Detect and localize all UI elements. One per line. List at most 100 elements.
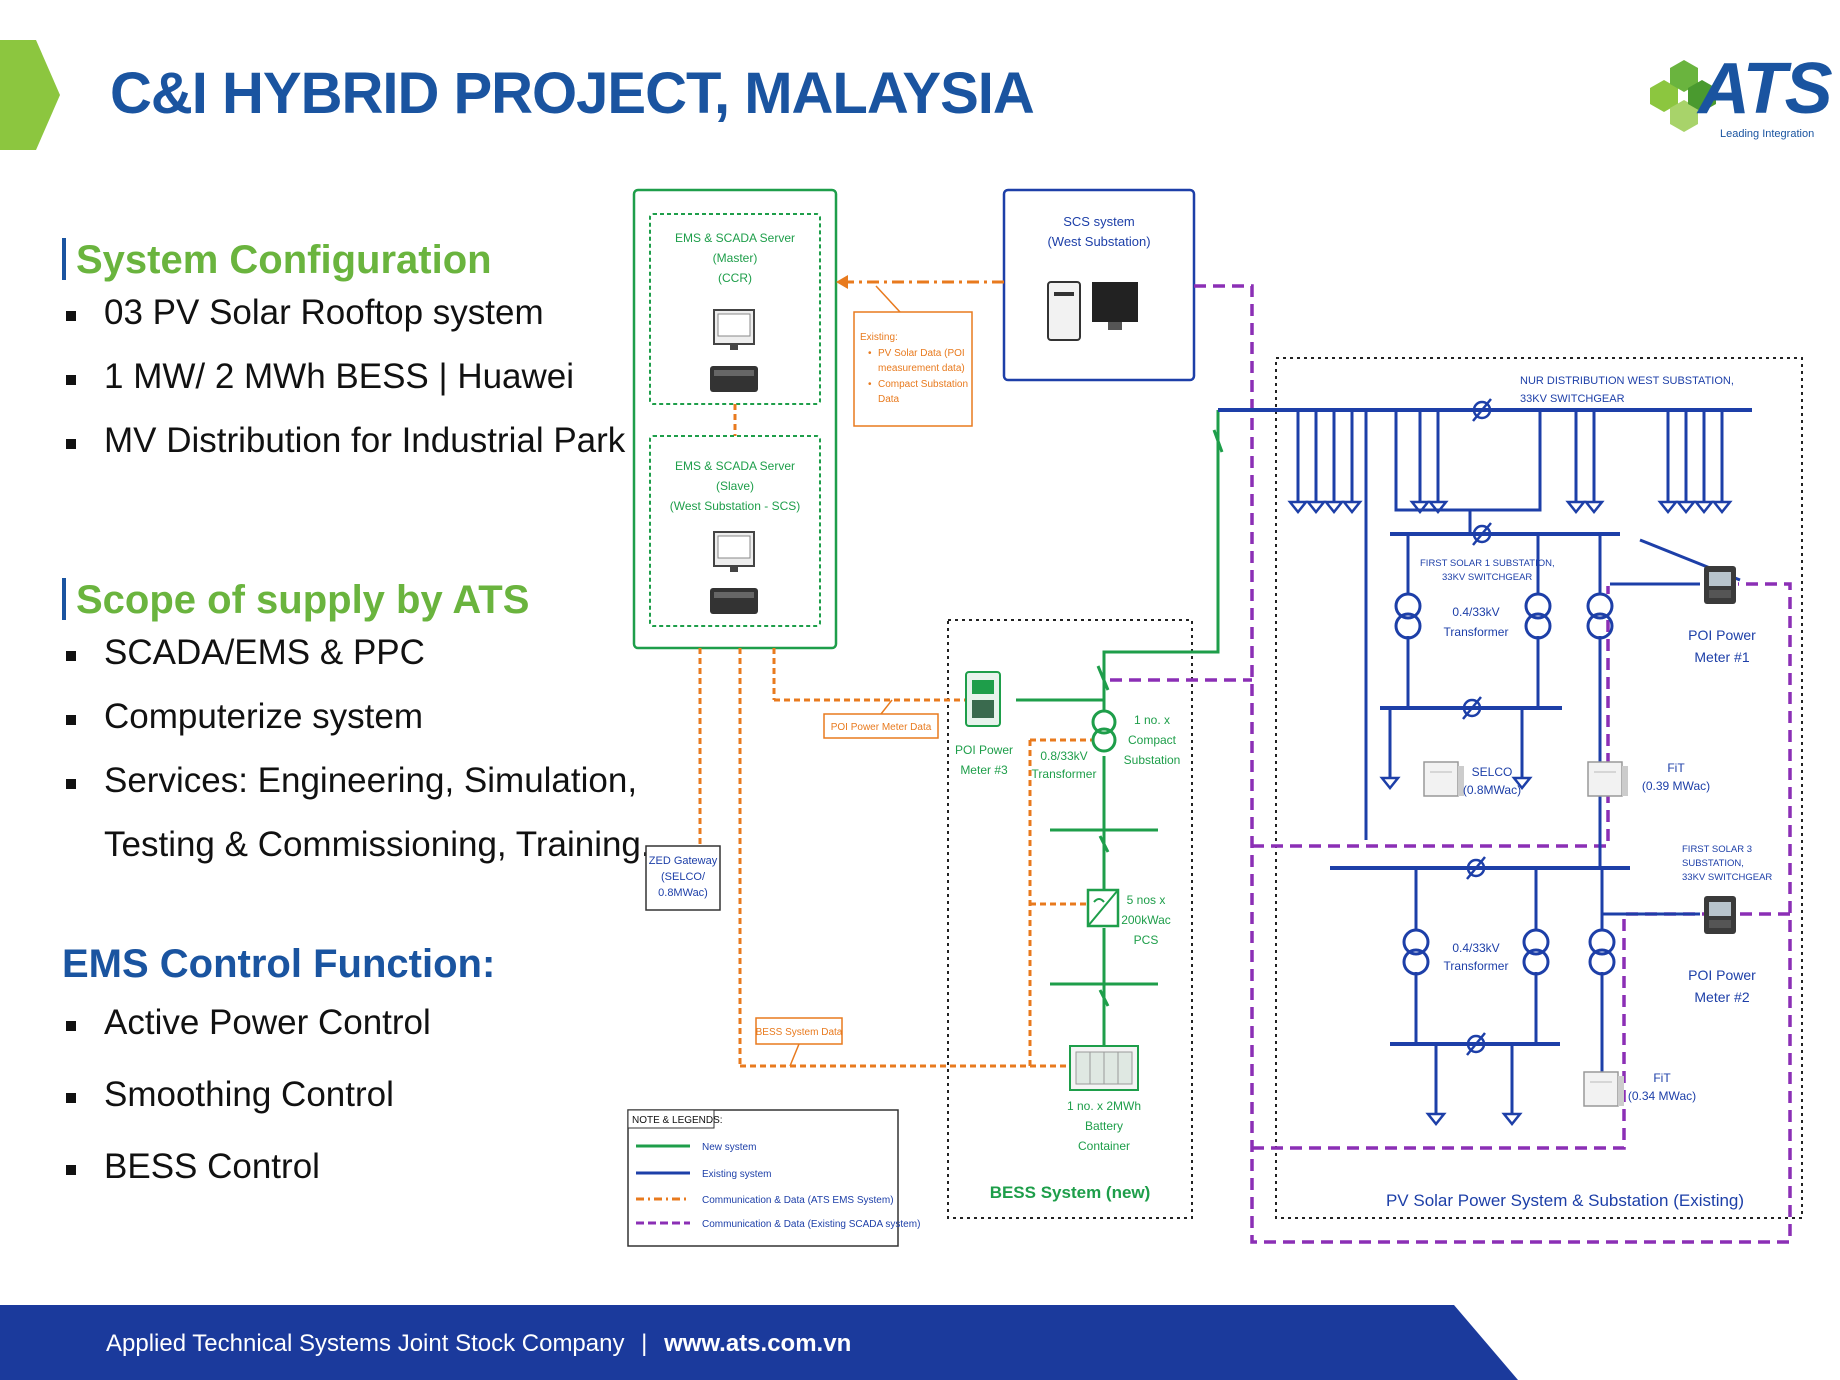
scope-list: SCADA/EMS & PPC Computerize system Servi… (62, 633, 651, 889)
footer-separator: | (641, 1330, 648, 1357)
svg-text:(0.34 MWac): (0.34 MWac) (1628, 1089, 1696, 1103)
svg-text:(West Substation - SCS): (West Substation - SCS) (670, 499, 801, 513)
svg-text:Substation: Substation (1124, 753, 1181, 767)
legend-item: New system (702, 1142, 756, 1153)
master-server-icon (709, 309, 759, 393)
svg-text:Existing:: Existing: (860, 332, 898, 343)
list-item: SCADA/EMS & PPC (62, 633, 651, 697)
battery-container-icon (1069, 1045, 1139, 1091)
hexagon-logo-icon (1650, 60, 1716, 132)
svg-text:POI Power: POI Power (1688, 967, 1756, 983)
svg-text:33KV SWITCHGEAR: 33KV SWITCHGEAR (1442, 572, 1532, 583)
accent-chevron (0, 40, 60, 150)
svg-text:0.4/33kV: 0.4/33kV (1452, 941, 1499, 955)
svg-text:PV Solar Data (POI: PV Solar Data (POI (878, 348, 965, 359)
svg-text:Data: Data (878, 394, 900, 405)
svg-text:Transformer: Transformer (1032, 767, 1097, 781)
svg-text:POI Power: POI Power (955, 743, 1013, 757)
svg-text:1 no. x: 1 no. x (1134, 713, 1170, 727)
bess-system-container (947, 619, 1193, 1219)
svg-text:33KV SWITCHGEAR: 33KV SWITCHGEAR (1682, 872, 1772, 883)
logo-text: ATS (1698, 49, 1833, 129)
svg-text:Container: Container (1078, 1139, 1130, 1153)
svg-text:PCS: PCS (1134, 933, 1159, 947)
svg-text:Transformer: Transformer (1444, 625, 1509, 639)
svg-text:Battery: Battery (1085, 1119, 1123, 1133)
list-item: BESS Control (62, 1147, 495, 1219)
svg-text:measurement data): measurement data) (878, 363, 965, 374)
svg-text:EMS & SCADA Server: EMS & SCADA Server (675, 459, 795, 473)
svg-text:200kWac: 200kWac (1121, 913, 1171, 927)
svg-text:EMS & SCADA Server: EMS & SCADA Server (675, 231, 795, 245)
system-config-list: 03 PV Solar Rooftop system 1 MW/ 2 MWh B… (62, 293, 625, 485)
poi-meter-data-label (823, 713, 939, 739)
svg-text:SELCO: SELCO (1472, 765, 1513, 779)
pv-system-label: PV Solar Power System & Substation (Exis… (1386, 1191, 1744, 1210)
svg-text:(0.8MWac): (0.8MWac) (1463, 783, 1521, 797)
svg-text:NUR DISTRIBUTION WEST SUBSTATI: NUR DISTRIBUTION WEST SUBSTATION, (1520, 375, 1734, 387)
scope-section: Scope of supply by ATS SCADA/EMS & PPC C… (62, 578, 651, 889)
svg-text:(0.39 MWac): (0.39 MWac) (1642, 779, 1710, 793)
svg-text:(West Substation): (West Substation) (1047, 234, 1150, 249)
svg-text:•: • (868, 348, 872, 359)
zed-gateway-box (645, 845, 721, 911)
svg-text:(Master): (Master) (713, 251, 758, 265)
svg-text:0.8/33kV: 0.8/33kV (1040, 749, 1087, 763)
svg-text:POI Power: POI Power (1688, 627, 1756, 643)
svg-text:SUBSTATION,: SUBSTATION, (1682, 858, 1744, 869)
list-item: MV Distribution for Industrial Park (62, 421, 625, 485)
selco-inverter-icon (1423, 761, 1465, 797)
svg-text:Compact: Compact (1128, 733, 1177, 747)
svg-text:BESS System Data: BESS System Data (756, 1027, 843, 1038)
svg-text:POI Power Meter Data: POI Power Meter Data (831, 722, 932, 733)
svg-text:(SELCO/: (SELCO/ (661, 871, 706, 883)
svg-text:1 no. x 2MWh: 1 no. x 2MWh (1067, 1099, 1141, 1113)
fit-2-inverter-icon (1583, 1071, 1625, 1107)
legend-item: Existing system (702, 1169, 771, 1180)
list-item: Computerize system (62, 697, 651, 761)
svg-text:0.4/33kV: 0.4/33kV (1452, 605, 1499, 619)
svg-text:5 nos x: 5 nos x (1127, 893, 1166, 907)
logo-tagline: Leading Integration (1720, 128, 1815, 140)
list-item: Active Power Control (62, 1003, 495, 1075)
poi-meter-1-icon (1704, 566, 1736, 604)
ems-list: Active Power Control Smoothing Control B… (62, 1003, 495, 1219)
svg-text:SCS system: SCS system (1063, 214, 1135, 229)
bess-system-label: BESS System (new) (990, 1183, 1151, 1202)
list-item: 1 MW/ 2 MWh BESS | Huawei (62, 357, 625, 421)
svg-text:Compact Substation: Compact Substation (878, 379, 968, 390)
list-item: 03 PV Solar Rooftop system (62, 293, 625, 357)
legend-item: Communication & Data (Existing SCADA sys… (702, 1219, 920, 1230)
slave-server-icon (709, 531, 759, 615)
system-config-heading: System Configuration (62, 238, 625, 283)
workstation-icon (1047, 281, 1138, 341)
footer-text: Applied Technical Systems Joint Stock Co… (106, 1330, 851, 1358)
legend-title: NOTE & LEGENDS: (632, 1115, 723, 1126)
svg-text:FiT: FiT (1653, 1071, 1671, 1085)
legend-item: Communication & Data (ATS EMS System) (702, 1195, 894, 1206)
ems-server-group (632, 188, 838, 650)
list-item: Services: Engineering, Simulation, (62, 761, 651, 825)
scope-heading: Scope of supply by ATS (62, 578, 651, 623)
ems-heading: EMS Control Function: (62, 942, 496, 986)
svg-text:(Slave): (Slave) (716, 479, 754, 493)
existing-data-note (853, 311, 973, 427)
ems-master-box (649, 213, 821, 405)
footer-company: Applied Technical Systems Joint Stock Co… (106, 1330, 625, 1357)
svg-text:Meter #1: Meter #1 (1694, 649, 1749, 665)
svg-text:FiT: FiT (1667, 761, 1685, 775)
svg-text:Meter #2: Meter #2 (1694, 989, 1749, 1005)
footer-bar (0, 1305, 1518, 1380)
svg-text:ZED Gateway: ZED Gateway (649, 855, 718, 867)
fit-1-inverter-icon (1587, 761, 1629, 797)
svg-text:33KV SWITCHGEAR: 33KV SWITCHGEAR (1520, 393, 1625, 405)
poi-meter-2-icon (1704, 896, 1736, 934)
footer-website: www.ats.com.vn (664, 1330, 852, 1357)
svg-text:•: • (868, 379, 872, 390)
svg-text:FIRST SOLAR 1 SUBSTATION,: FIRST SOLAR 1 SUBSTATION, (1420, 558, 1555, 569)
ems-section: EMS Control Function: Active Power Contr… (62, 942, 495, 1219)
svg-text:(CCR): (CCR) (718, 271, 752, 285)
system-diagram: BESS System (new) PV Solar Power System … (627, 188, 1803, 1247)
system-config-section: System Configuration 03 PV Solar Rooftop… (62, 238, 625, 485)
